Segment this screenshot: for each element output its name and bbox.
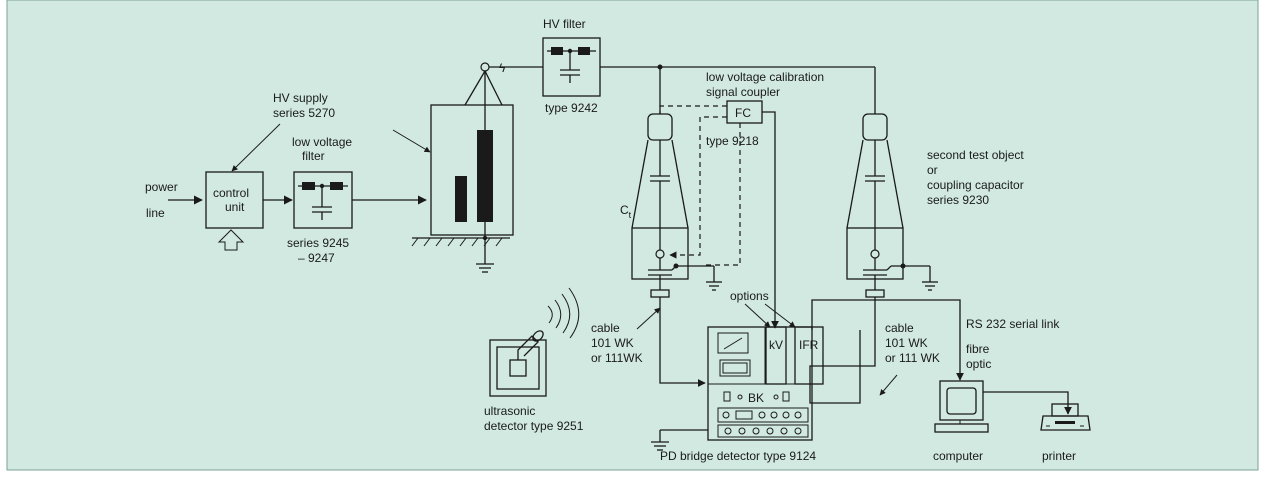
cable-right-label-1: cable [885,321,914,335]
hv-transformer [411,62,514,247]
rs232-label: RS 232 serial link [966,317,1060,331]
cable-left-label-3: or 111WK [591,351,643,365]
second-test-object [846,110,938,298]
ifr-label: IFR [799,338,819,352]
ultrasonic-label-2: detector type 9251 [484,419,584,433]
options-label: options [730,289,769,303]
power-line-label-2: line [146,206,165,220]
computer-icon [934,380,989,433]
power-line-label-1: power [145,180,178,194]
control-unit: control unit [205,171,264,251]
fibre-label-1: fibre [966,342,990,356]
pd-bridge-detector: kV IFR BK [707,326,824,441]
printer-icon [1040,403,1091,431]
printer-label: printer [1042,449,1076,463]
ultrasonic-detector [489,330,547,397]
ground-icon [651,429,708,451]
lv-filter-label-2: filter [302,149,325,163]
fc-label: FC [735,106,751,120]
series-9247-label: – 9247 [298,251,335,265]
fibre-label-2: optic [966,357,991,371]
control-unit-label-1: control [213,186,249,200]
cable-right-label-2: 101 WK [885,336,928,350]
pd-bridge-label: PD bridge detector type 9124 [660,449,816,463]
type-9242-label: type 9242 [545,101,598,115]
ultrasonic-waves-icon [547,287,580,339]
cable-left-label-1: cable [591,321,620,335]
cable-right-label-3: or 111 WK [885,351,940,365]
control-unit-label-2: unit [225,200,245,214]
second-test-label-2: or [927,163,938,177]
ct-label: Ct [620,203,632,220]
hv-supply-label-2: series 5270 [273,106,335,120]
power-line-input: power line [145,180,203,220]
ultrasonic-label-1: ultrasonic [484,404,535,418]
computer-label: computer [933,449,983,463]
second-test-label-1: second test object [927,148,1024,162]
lv-filter-label-1: low voltage [292,135,352,149]
lv-calib-label-2: signal coupler [706,85,780,99]
lightning-icon: ϟ [499,61,506,75]
type-9218-label: type 9218 [706,134,759,148]
second-test-label-3: coupling capacitor [927,178,1024,192]
bk-label: BK [748,391,764,405]
kv-label: kV [769,338,783,352]
ground-icon [476,238,494,273]
series-9245-label: series 9245 [287,236,349,250]
second-test-label-4: series 9230 [927,193,989,207]
hv-filter-label: HV filter [543,17,586,31]
hv-supply-label-1: HV supply [273,91,328,105]
arrow-up-outline-icon [217,229,245,251]
cable-left-label-2: 101 WK [591,336,634,350]
lv-calib-label-1: low voltage calibration [706,70,824,84]
